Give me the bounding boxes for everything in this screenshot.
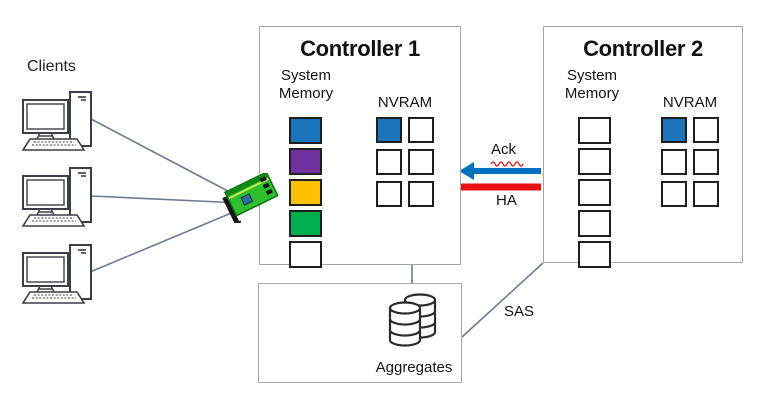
controller2-nvram-label: NVRAM xyxy=(662,94,718,111)
memory-cell xyxy=(693,181,719,207)
client-connection-line xyxy=(89,208,242,273)
memory-cell xyxy=(578,179,611,206)
controller1-nvram-label: NVRAM xyxy=(377,94,433,111)
client-connection-line xyxy=(90,195,242,204)
database-icon xyxy=(388,293,437,347)
ack-arrow-head xyxy=(459,162,474,180)
client-computer-icon xyxy=(20,89,98,157)
client-connection-line xyxy=(90,118,242,199)
memory-cell xyxy=(661,117,687,143)
aggregates-box: Aggregates xyxy=(258,283,462,383)
nic-card-icon xyxy=(222,171,284,229)
sas-label: SAS xyxy=(504,303,535,320)
memory-cell xyxy=(408,117,434,143)
memory-cell xyxy=(289,148,322,175)
memory-cell xyxy=(578,117,611,144)
client-computer-icon xyxy=(20,165,98,233)
controller1-nvram-blocks xyxy=(376,117,434,207)
controller2-box: Controller 2 System Memory NVRAM xyxy=(543,26,743,268)
controller1-memory-blocks xyxy=(289,117,322,268)
aggregates-label: Aggregates xyxy=(375,359,453,376)
memory-cell xyxy=(408,149,434,175)
memory-cell xyxy=(693,149,719,175)
controller2-nvram-blocks xyxy=(661,117,719,207)
memory-cell xyxy=(661,149,687,175)
clients-label: Clients xyxy=(27,58,76,75)
ha-label: HA xyxy=(496,192,517,209)
controller1-box: Controller 1 System Memory NVRAM xyxy=(259,26,461,268)
memory-cell xyxy=(376,149,402,175)
controller2-memory-blocks xyxy=(578,117,611,268)
memory-cell xyxy=(578,241,611,268)
memory-cell xyxy=(289,179,322,206)
controller2-system-memory-label: System Memory xyxy=(564,67,620,103)
memory-cell xyxy=(289,117,322,144)
memory-cell xyxy=(289,241,322,268)
ack-spellcheck-squiggle xyxy=(490,161,524,167)
memory-cell xyxy=(693,117,719,143)
memory-cell xyxy=(376,117,402,143)
controller1-title: Controller 1 xyxy=(300,36,420,61)
memory-cell xyxy=(408,181,434,207)
memory-cell xyxy=(578,210,611,237)
client-computer-icon xyxy=(20,242,98,310)
memory-cell xyxy=(376,181,402,207)
controller1-system-memory-label: System Memory xyxy=(278,67,334,103)
memory-cell xyxy=(661,181,687,207)
controller2-title: Controller 2 xyxy=(583,36,703,61)
sas-line xyxy=(461,262,544,338)
memory-cell xyxy=(289,210,322,237)
aggregates-content: Aggregates xyxy=(354,292,474,376)
ack-label: Ack xyxy=(491,141,517,158)
memory-cell xyxy=(578,148,611,175)
